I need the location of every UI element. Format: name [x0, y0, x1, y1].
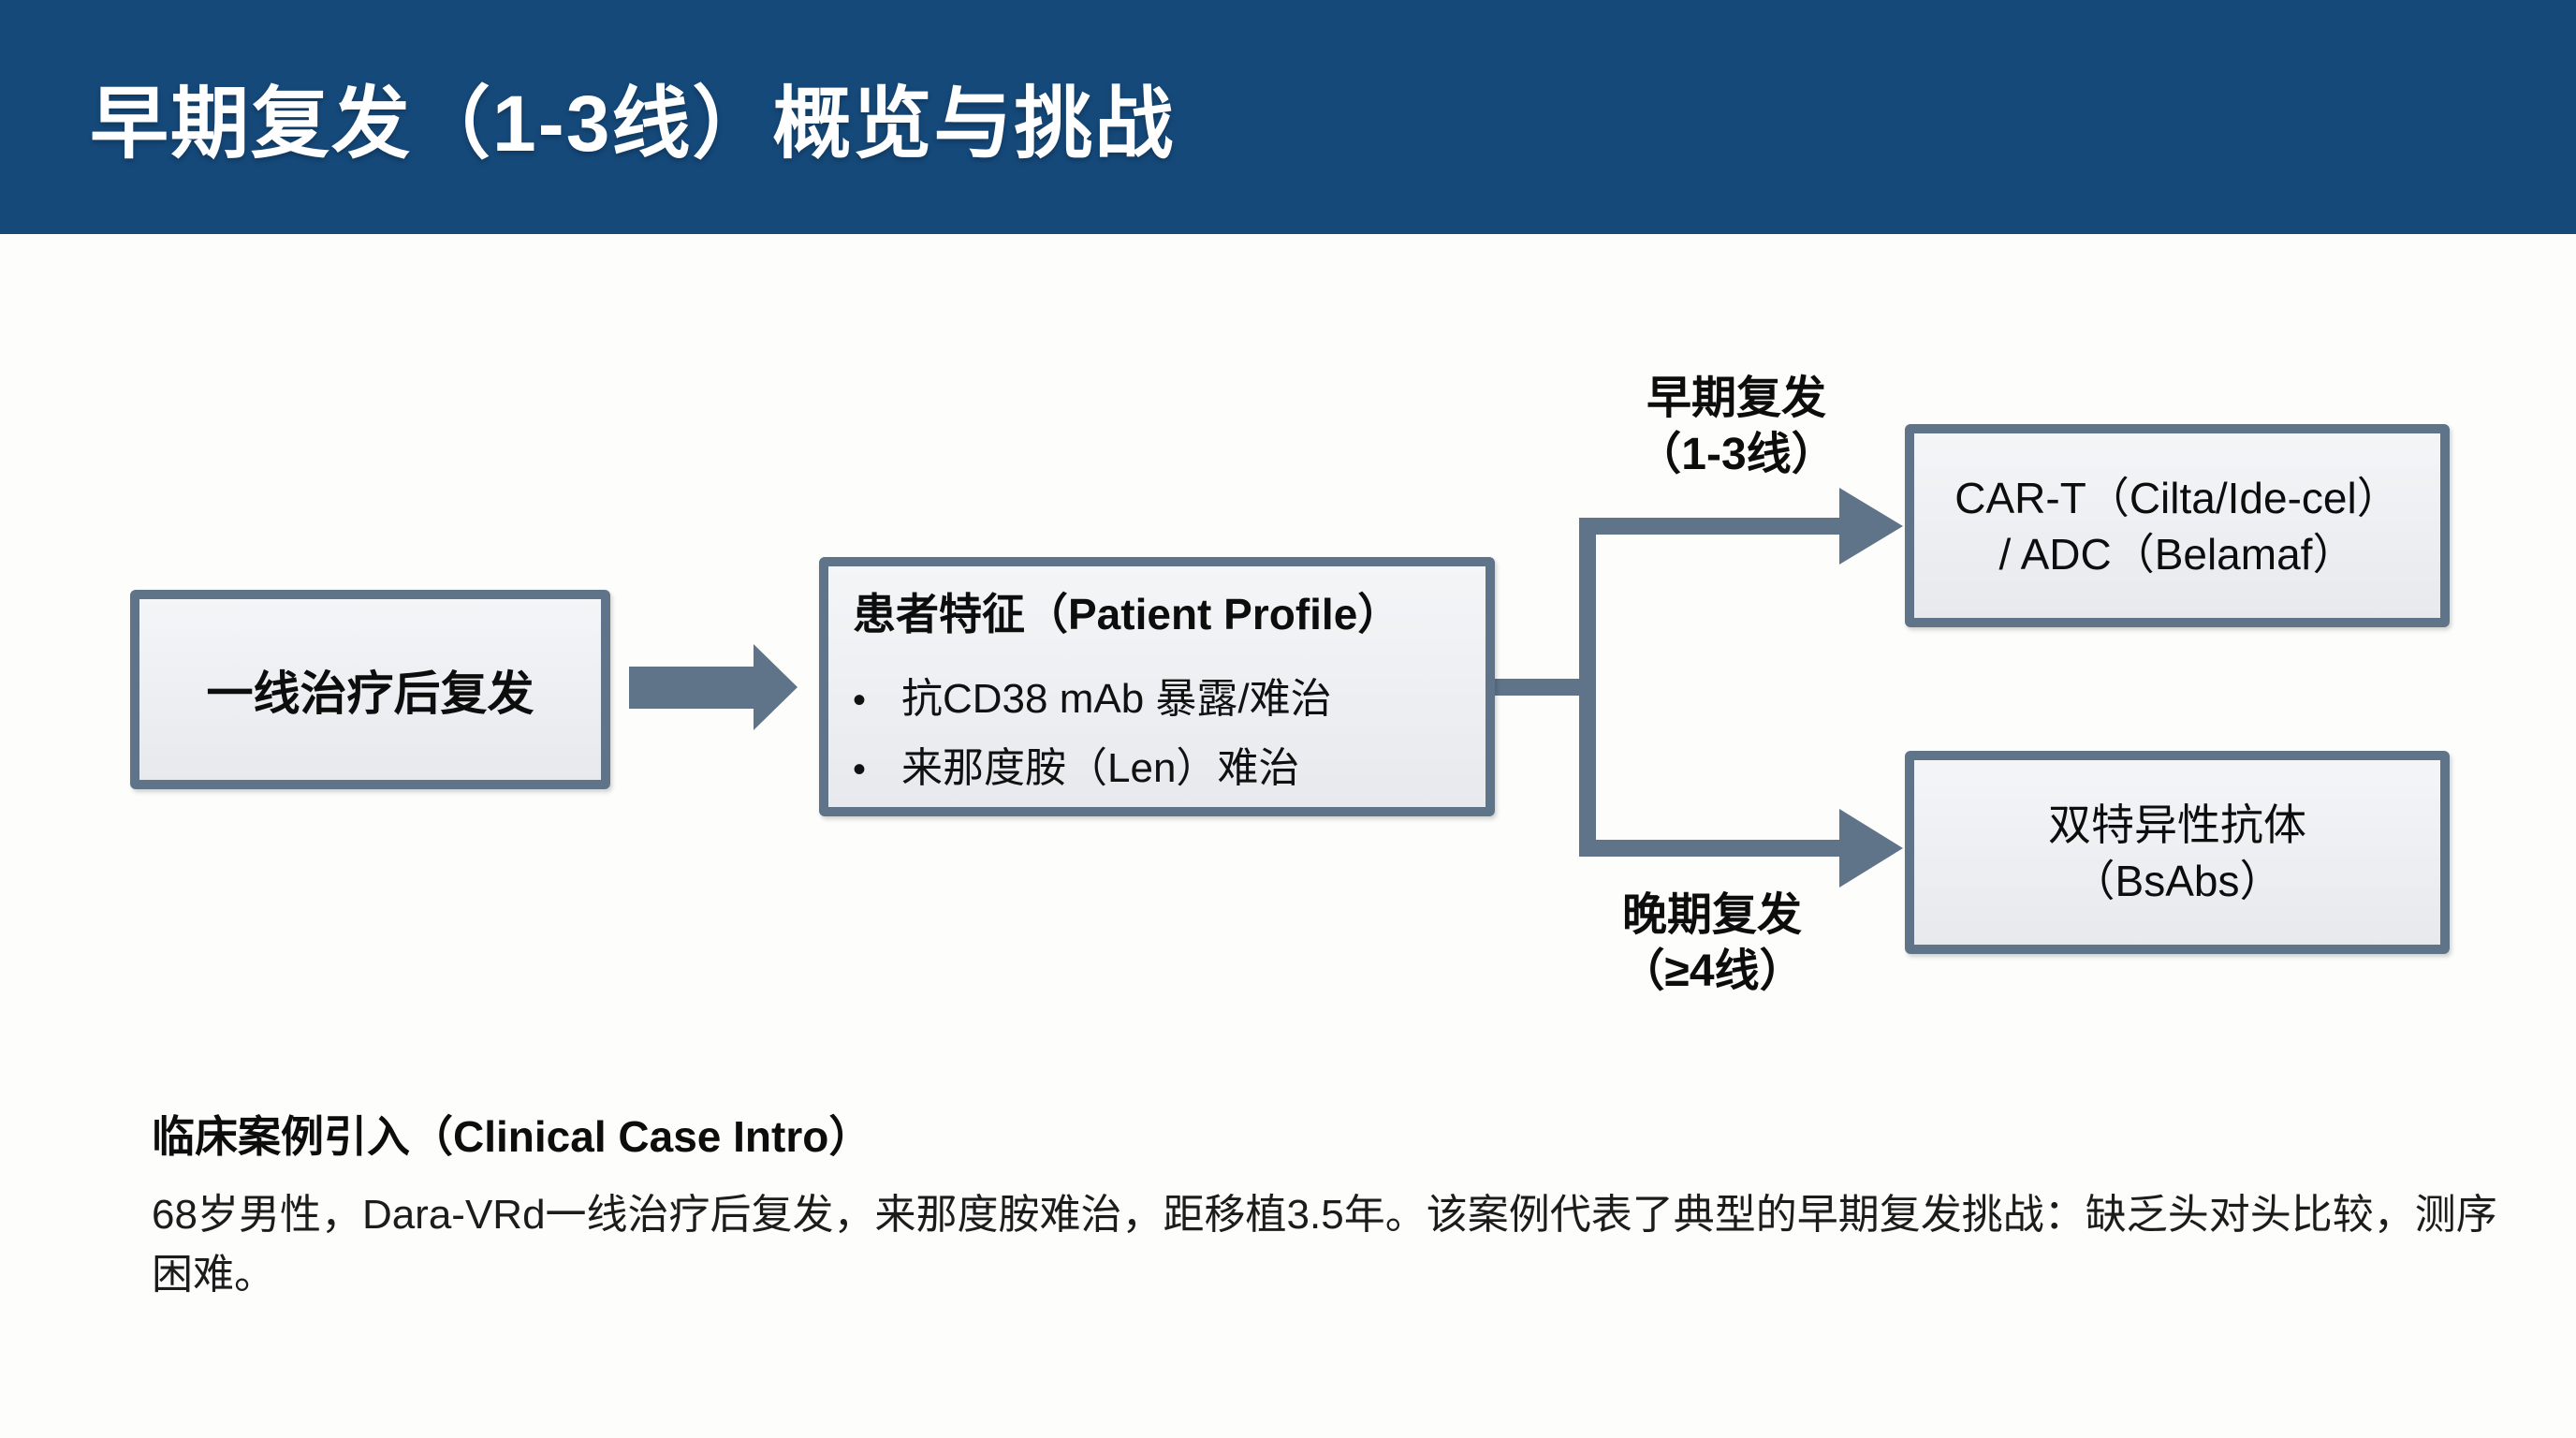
branch-stem-line: [1495, 679, 1596, 696]
clinical-case-heading: 临床案例引入（Clinical Case Intro）: [152, 1112, 872, 1161]
arrow-right-icon: [629, 644, 798, 730]
early-branch-line: [1579, 518, 1839, 535]
patient-profile-box: 患者特征（Patient Profile） • 抗CD38 mAb 暴露/难治 …: [819, 557, 1495, 816]
profile-bullet-1: • 抗CD38 mAb 暴露/难治: [853, 665, 1332, 725]
late-relapse-label-line2: （≥4线）: [1619, 946, 1805, 996]
profile-bullet-2-text: 来那度胺（Len）难治: [901, 744, 1300, 791]
cart-adc-box: CAR-T（Cilta/Ide-cel） / ADC（Belamaf）: [1905, 424, 2450, 627]
start-box: 一线治疗后复发: [130, 590, 610, 789]
bsabs-box-line1: 双特异性抗体: [2048, 800, 2306, 849]
header-bar: 早期复发（1-3线）概览与挑战: [0, 0, 2576, 234]
start-box-label: 一线治疗后复发: [206, 667, 534, 720]
bullet-icon: •: [853, 748, 867, 790]
profile-bullet-2: • 来那度胺（Len）难治: [853, 734, 1299, 794]
early-relapse-label-line2: （1-3线）: [1636, 430, 1837, 479]
early-arrowhead-icon: [1839, 488, 1903, 565]
patient-profile-title: 患者特征（Patient Profile）: [853, 589, 1401, 638]
early-relapse-label: 早期复发 （1-3线）: [1549, 371, 1924, 483]
late-relapse-label-line1: 晚期复发: [1621, 890, 1802, 940]
clinical-case-body: 68岁男性，Dara-VRd一线治疗后复发，来那度胺难治，距移植3.5年。该案例…: [152, 1192, 2497, 1298]
profile-bullet-1-text: 抗CD38 mAb 暴露/难治: [901, 675, 1332, 722]
cart-adc-box-line2: / ADC（Belamaf）: [1998, 529, 2356, 579]
late-branch-line: [1579, 840, 1839, 857]
slide-title: 早期复发（1-3线）概览与挑战: [90, 79, 1176, 168]
bsabs-box: 双特异性抗体 （BsAbs）: [1905, 751, 2450, 954]
late-arrowhead-icon: [1839, 809, 1903, 888]
branch-trunk-line: [1579, 518, 1596, 857]
late-relapse-label: 晚期复发 （≥4线）: [1525, 888, 1899, 1000]
clinical-case-block: 临床案例引入（Clinical Case Intro） 68岁男性，Dara-V…: [152, 1103, 2529, 1305]
early-relapse-label-line1: 早期复发: [1646, 374, 1826, 423]
bullet-icon: •: [853, 679, 867, 721]
cart-adc-box-line1: CAR-T（Cilta/Ide-cel）: [1954, 473, 2400, 522]
bsabs-box-line2: （BsAbs）: [2071, 856, 2283, 905]
